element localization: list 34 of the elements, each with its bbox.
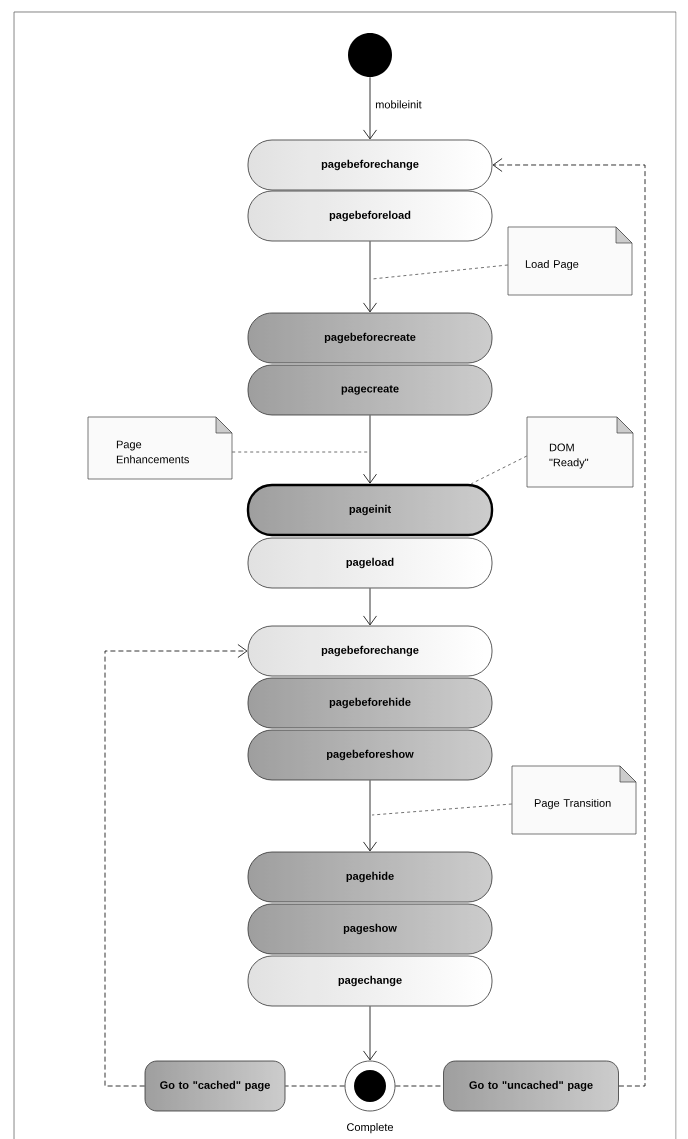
state-box: pagebeforechange — [247, 139, 493, 191]
arrow — [363, 1006, 377, 1061]
action-box: Go to "uncached" page — [443, 1060, 619, 1112]
arrow — [363, 588, 377, 626]
connector-line — [285, 1085, 345, 1087]
final-state-circle — [344, 1060, 396, 1112]
edge-label: mobileinit — [375, 100, 422, 109]
leader-line — [371, 803, 513, 816]
arrow — [492, 158, 646, 1087]
state-box: pagecreate — [247, 364, 493, 416]
initial-state-circle — [348, 33, 392, 77]
state-box: pagehide — [247, 851, 493, 903]
state-box: pagechange — [247, 955, 493, 1007]
leader-line — [371, 264, 509, 280]
state-box: pageinit — [246, 483, 494, 537]
arrow — [363, 76, 377, 140]
arrow — [363, 241, 377, 313]
note-box: Page Enhancements — [87, 416, 233, 480]
note-box: Load Page — [507, 226, 633, 296]
state-box: pagebeforeload — [247, 190, 493, 242]
arrow — [363, 780, 377, 852]
state-box: pagebeforecreate — [247, 312, 493, 364]
state-caption: Complete — [347, 1122, 394, 1134]
action-box: Go to "cached" page — [144, 1060, 286, 1112]
state-box: pageshow — [247, 903, 493, 955]
note-box: DOM "Ready" — [526, 416, 634, 488]
state-box: pagebeforehide — [247, 677, 493, 729]
arrow — [104, 644, 248, 1087]
note-box: Page Transition — [511, 765, 637, 835]
leader-line — [470, 455, 528, 485]
state-box: pagebeforechange — [247, 625, 493, 677]
state-box: pagebeforeshow — [247, 729, 493, 781]
state-box: pageload — [247, 537, 493, 589]
arrow — [363, 415, 377, 484]
